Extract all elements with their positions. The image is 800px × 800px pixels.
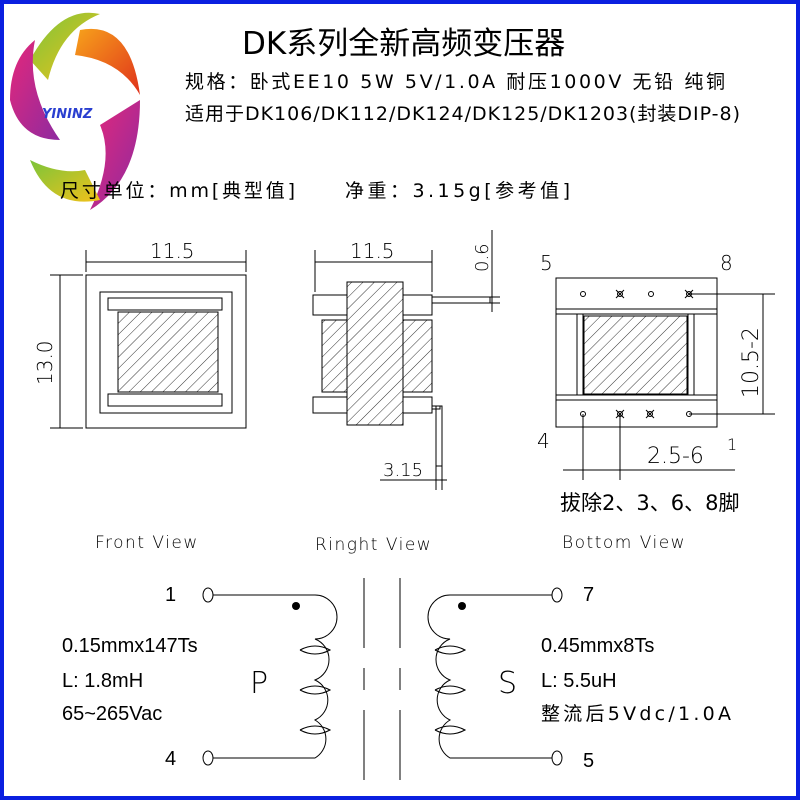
pin-width-dim: 0.6 (472, 243, 493, 272)
units-line: 尺寸单位：mm[典型值] (60, 180, 295, 202)
pin-5-terminal (551, 750, 563, 766)
right-view: 11.5 0.6 3.15 Ringht View (312, 230, 500, 555)
front-height-dim: 13.0 (33, 340, 57, 385)
logo: YININZ (10, 12, 140, 210)
bottom-view: 5 8 4 1 10.5-2 2.5-6 拔除2、3、6、8脚 Bottom V… (537, 251, 775, 553)
front-view: 11.5 13.0 Front View (33, 239, 247, 553)
front-width-dim: 11.5 (150, 239, 195, 263)
primary-label: P (250, 666, 268, 701)
bottom-view-label: Bottom View (562, 533, 686, 553)
primary-voltage: 65~265Vac (62, 703, 162, 725)
secondary-pin-top: 7 (583, 584, 594, 606)
secondary-output: 整流后5Vdc/1.0A (541, 703, 731, 725)
spec-line: 规格：卧式EE10 5W 5V/1.0A 耐压1000V 无铅 纯铜 (185, 71, 725, 93)
primary-dot (292, 602, 300, 610)
apply-line: 适用于DK106/DK112/DK124/DK125/DK1203(封装DIP-… (185, 103, 740, 125)
weight-line: 净重：3.15g[参考值] (345, 180, 570, 202)
secondary-inductance: L: 5.5uH (541, 670, 617, 692)
transformer-schematic: 1 4 P 0.15mmx147Ts L: 1.8mH 65~265Vac 7 … (62, 578, 731, 780)
pin-7-terminal (551, 587, 563, 603)
pin-8-label: 8 (720, 251, 733, 275)
right-view-label: Ringht View (315, 535, 432, 555)
secondary-dot (458, 602, 466, 610)
row-spacing-dim: 10.5-2 (739, 327, 764, 398)
primary-inductance: L: 1.8mH (62, 670, 143, 692)
secondary-pin-bottom: 5 (583, 750, 594, 772)
pin-length-dim: 3.15 (383, 460, 423, 481)
pin-1-terminal (202, 587, 214, 603)
pin-4-terminal (202, 750, 214, 766)
pin-pitch-dim: 2.5-6 (647, 444, 704, 469)
front-view-label: Front View (95, 533, 199, 553)
secondary-label: S (498, 666, 517, 701)
primary-wire: 0.15mmx147Ts (62, 635, 198, 657)
logo-text: YININZ (42, 107, 93, 122)
primary-pin-top: 1 (165, 584, 176, 606)
right-width-dim: 11.5 (350, 239, 395, 263)
pin-1-label: 1 (727, 435, 737, 454)
secondary-wire: 0.45mmx8Ts (541, 635, 654, 657)
removed-pins-note: 拔除2、3、6、8脚 (560, 491, 739, 515)
pin-5-label: 5 (540, 251, 553, 275)
page-title: DK系列全新高频变压器 (242, 26, 565, 62)
primary-pin-bottom: 4 (165, 748, 176, 770)
pin-4-label: 4 (537, 429, 550, 453)
